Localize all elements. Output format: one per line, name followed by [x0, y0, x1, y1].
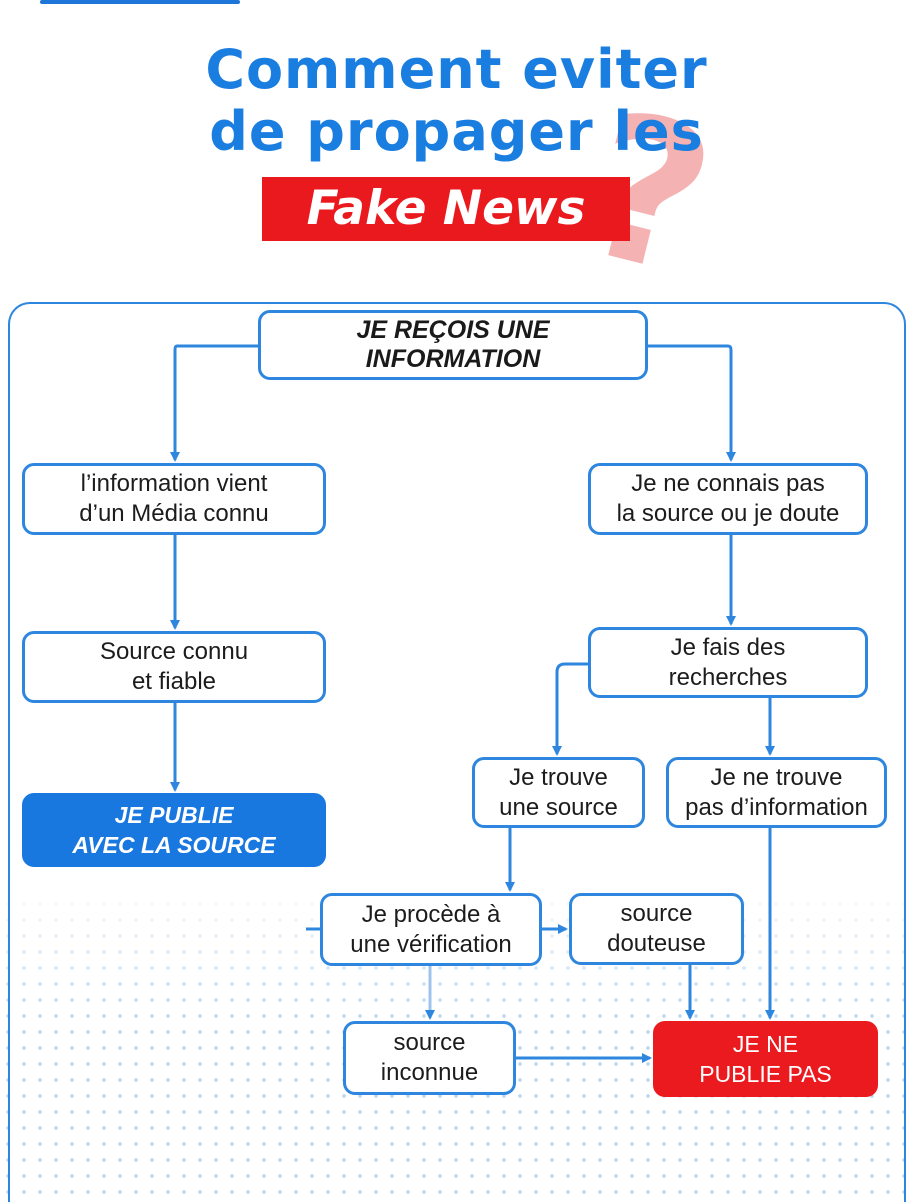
node-source-douteuse: source douteuse: [569, 893, 744, 965]
top-accent-bar: [40, 0, 240, 4]
title-line-2: de propager les: [209, 100, 704, 163]
node-recherches: Je fais des recherches: [588, 627, 868, 698]
node-media-connu: l’information vient d’un Média connu: [22, 463, 326, 535]
node-doute: Je ne connais pas la source ou je doute: [588, 463, 868, 535]
node-verification: Je procède à une vérification: [320, 893, 542, 966]
node-publie-avec-source: JE PUBLIE AVEC LA SOURCE: [22, 793, 326, 867]
node-trouve-source: Je trouve une source: [472, 757, 645, 828]
fake-news-banner: Fake News: [262, 177, 630, 241]
node-pas-information: Je ne trouve pas d’information: [666, 757, 887, 828]
title-line-1: Comment eviter: [205, 38, 708, 101]
arrow-recherches-to-trouve: [552, 662, 588, 756]
arrow-start-to-doute: [647, 344, 736, 462]
node-start: JE REÇOIS UNE INFORMATION: [258, 310, 648, 380]
flowchart-frame: [8, 302, 906, 1202]
node-source-fiable: Source connu et fiable: [22, 631, 326, 703]
node-ne-publie-pas: JE NE PUBLIE PAS: [653, 1021, 878, 1097]
arrow-start-to-media: [170, 344, 258, 462]
node-source-inconnue: source inconnue: [343, 1021, 516, 1095]
